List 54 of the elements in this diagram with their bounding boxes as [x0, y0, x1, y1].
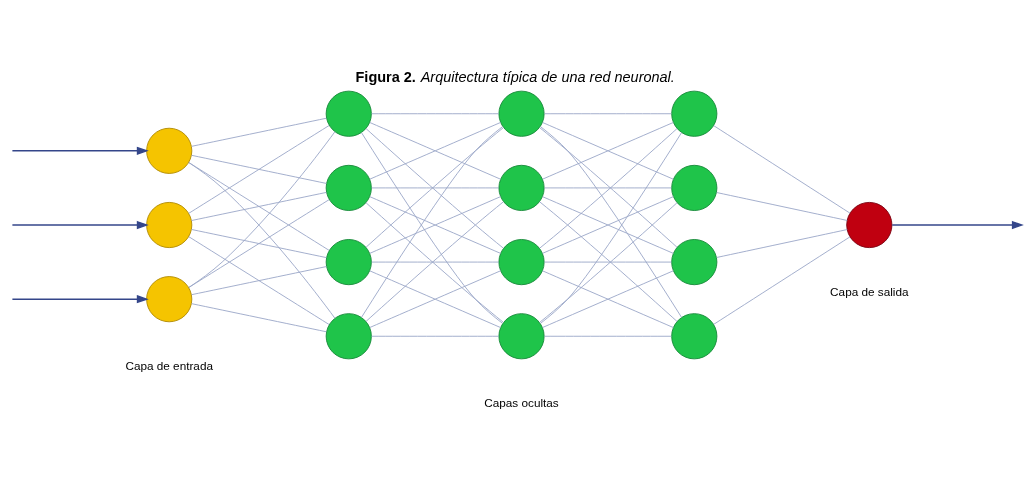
arrow	[11, 146, 149, 155]
connector	[369, 269, 502, 328]
node-circle	[671, 312, 718, 359]
connector	[542, 121, 674, 180]
connector	[188, 161, 336, 319]
node-circle	[846, 201, 893, 248]
connector	[371, 112, 500, 114]
connector	[542, 269, 674, 328]
connector	[191, 117, 327, 147]
connector	[191, 154, 327, 184]
connector	[191, 191, 327, 221]
connector	[543, 112, 672, 114]
connector	[371, 335, 500, 337]
connector	[713, 235, 851, 325]
connector	[369, 195, 502, 254]
node-circle	[325, 164, 372, 211]
connector	[191, 302, 327, 332]
node-circle	[146, 127, 193, 174]
connector	[188, 124, 330, 214]
connector	[371, 261, 500, 263]
node-circle	[671, 90, 718, 137]
arrow	[11, 220, 149, 229]
connector	[543, 261, 672, 263]
label: Capa de entrada	[125, 358, 213, 372]
node-circle	[498, 312, 545, 359]
connector	[542, 195, 674, 254]
connector	[716, 191, 848, 221]
connector	[543, 186, 672, 188]
connector	[716, 228, 848, 258]
connector	[191, 228, 327, 258]
node-circle	[671, 164, 718, 211]
connector	[191, 265, 327, 295]
connector	[188, 235, 330, 325]
node-circle	[498, 164, 545, 211]
label: Capas ocultas	[484, 395, 559, 409]
connector	[371, 186, 500, 188]
diagram-title: Figura 2. Arquitectura típica de una red neuronal.	[355, 68, 675, 85]
node-circle	[325, 238, 372, 285]
node-circle	[146, 275, 193, 322]
node-circle	[325, 312, 372, 359]
label: Capa de salida	[830, 284, 909, 298]
connector	[713, 124, 851, 214]
node-circle	[146, 201, 193, 248]
arrow	[891, 220, 1024, 229]
connector	[369, 121, 502, 180]
connector	[543, 335, 672, 337]
node-circle	[498, 90, 545, 137]
node-circle	[325, 90, 372, 137]
node-circle	[671, 238, 718, 285]
arrow	[11, 294, 149, 303]
connector	[188, 198, 330, 288]
node-circle	[498, 238, 545, 285]
connector	[188, 161, 330, 251]
connector	[188, 130, 336, 288]
